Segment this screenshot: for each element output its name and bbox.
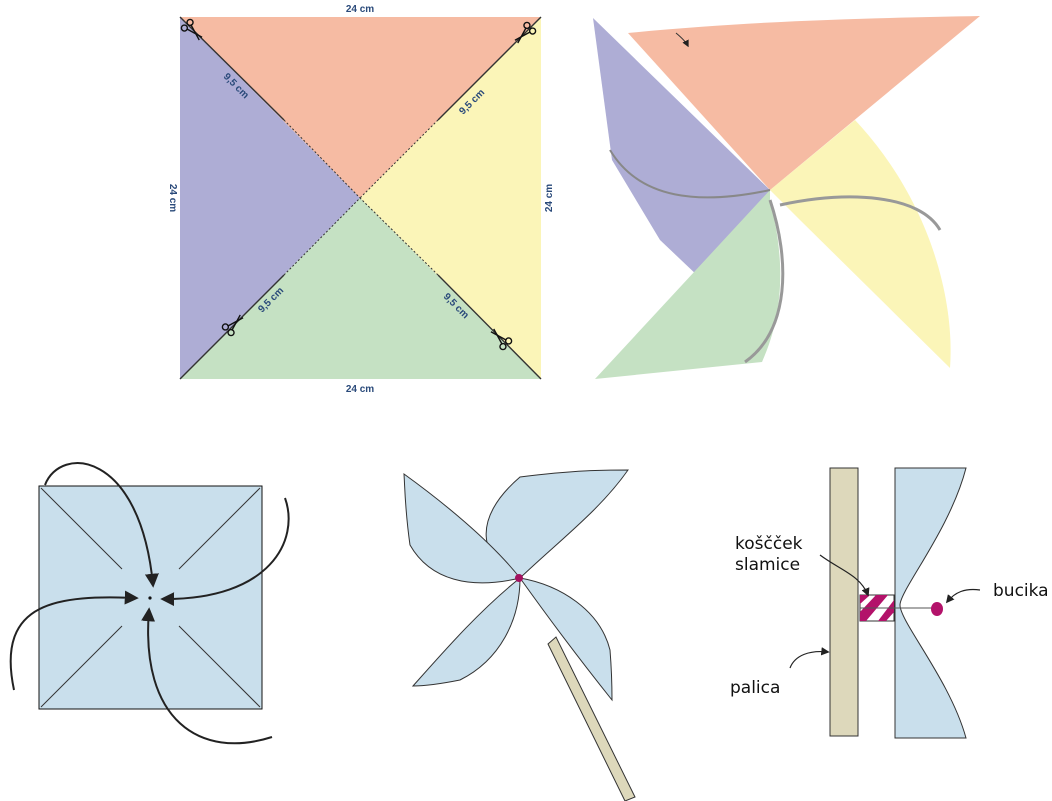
folded-pinwheel-panel (593, 16, 980, 379)
stick-detail (829, 467, 859, 737)
pin-label: bucika (993, 581, 1049, 601)
cut-square-panel: 24 cm 24 cm 24 cm 24 cm 9,5 cm 9,5 cm 9,… (167, 4, 555, 395)
straw-label-line1: koščček (735, 534, 803, 554)
pin-label-arrow (945, 588, 981, 604)
assembly-detail-panel: koščček slamice bucika palica (730, 467, 1049, 739)
triangle-bottom (180, 198, 541, 379)
fold-arrow-bottom (141, 607, 273, 745)
scissors-icon (180, 18, 203, 41)
blade-left (403, 472, 521, 584)
blade-bottom (411, 576, 521, 687)
pin-head (515, 574, 523, 582)
blade-top (485, 469, 629, 579)
dimension-left: 24 cm (167, 184, 178, 212)
finished-pinwheel-panel (403, 469, 636, 801)
straw-label-line2: slamice (735, 555, 800, 575)
dimension-top: 24 cm (346, 4, 374, 15)
fold-arrow-left (9, 590, 139, 691)
dimension-right: 24 cm (544, 184, 555, 212)
fold-flap-purple (593, 18, 770, 278)
scissors-icon (490, 328, 513, 351)
straw-label-arrow (819, 554, 870, 597)
pin-head-detail (931, 602, 943, 616)
fold-flap-yellow (770, 120, 951, 368)
dimension-bottom: 24 cm (346, 384, 374, 395)
fold-arrow-right (160, 497, 290, 607)
stick (547, 636, 636, 801)
blade-right (518, 577, 613, 702)
fold-steps-panel (9, 462, 290, 745)
triangle-right (360, 17, 541, 379)
scissors-icon (514, 21, 537, 44)
paper-detail (894, 467, 967, 739)
triangle-top (180, 17, 541, 198)
fold-flap-green (595, 190, 781, 379)
triangle-left (180, 17, 360, 379)
stick-label: palica (730, 678, 780, 698)
fold-arrow-top (44, 462, 159, 588)
stick-label-arrow (789, 647, 830, 669)
scissors-icon (221, 314, 244, 337)
fold-flap-salmon (628, 16, 980, 190)
center-dot (148, 596, 152, 600)
